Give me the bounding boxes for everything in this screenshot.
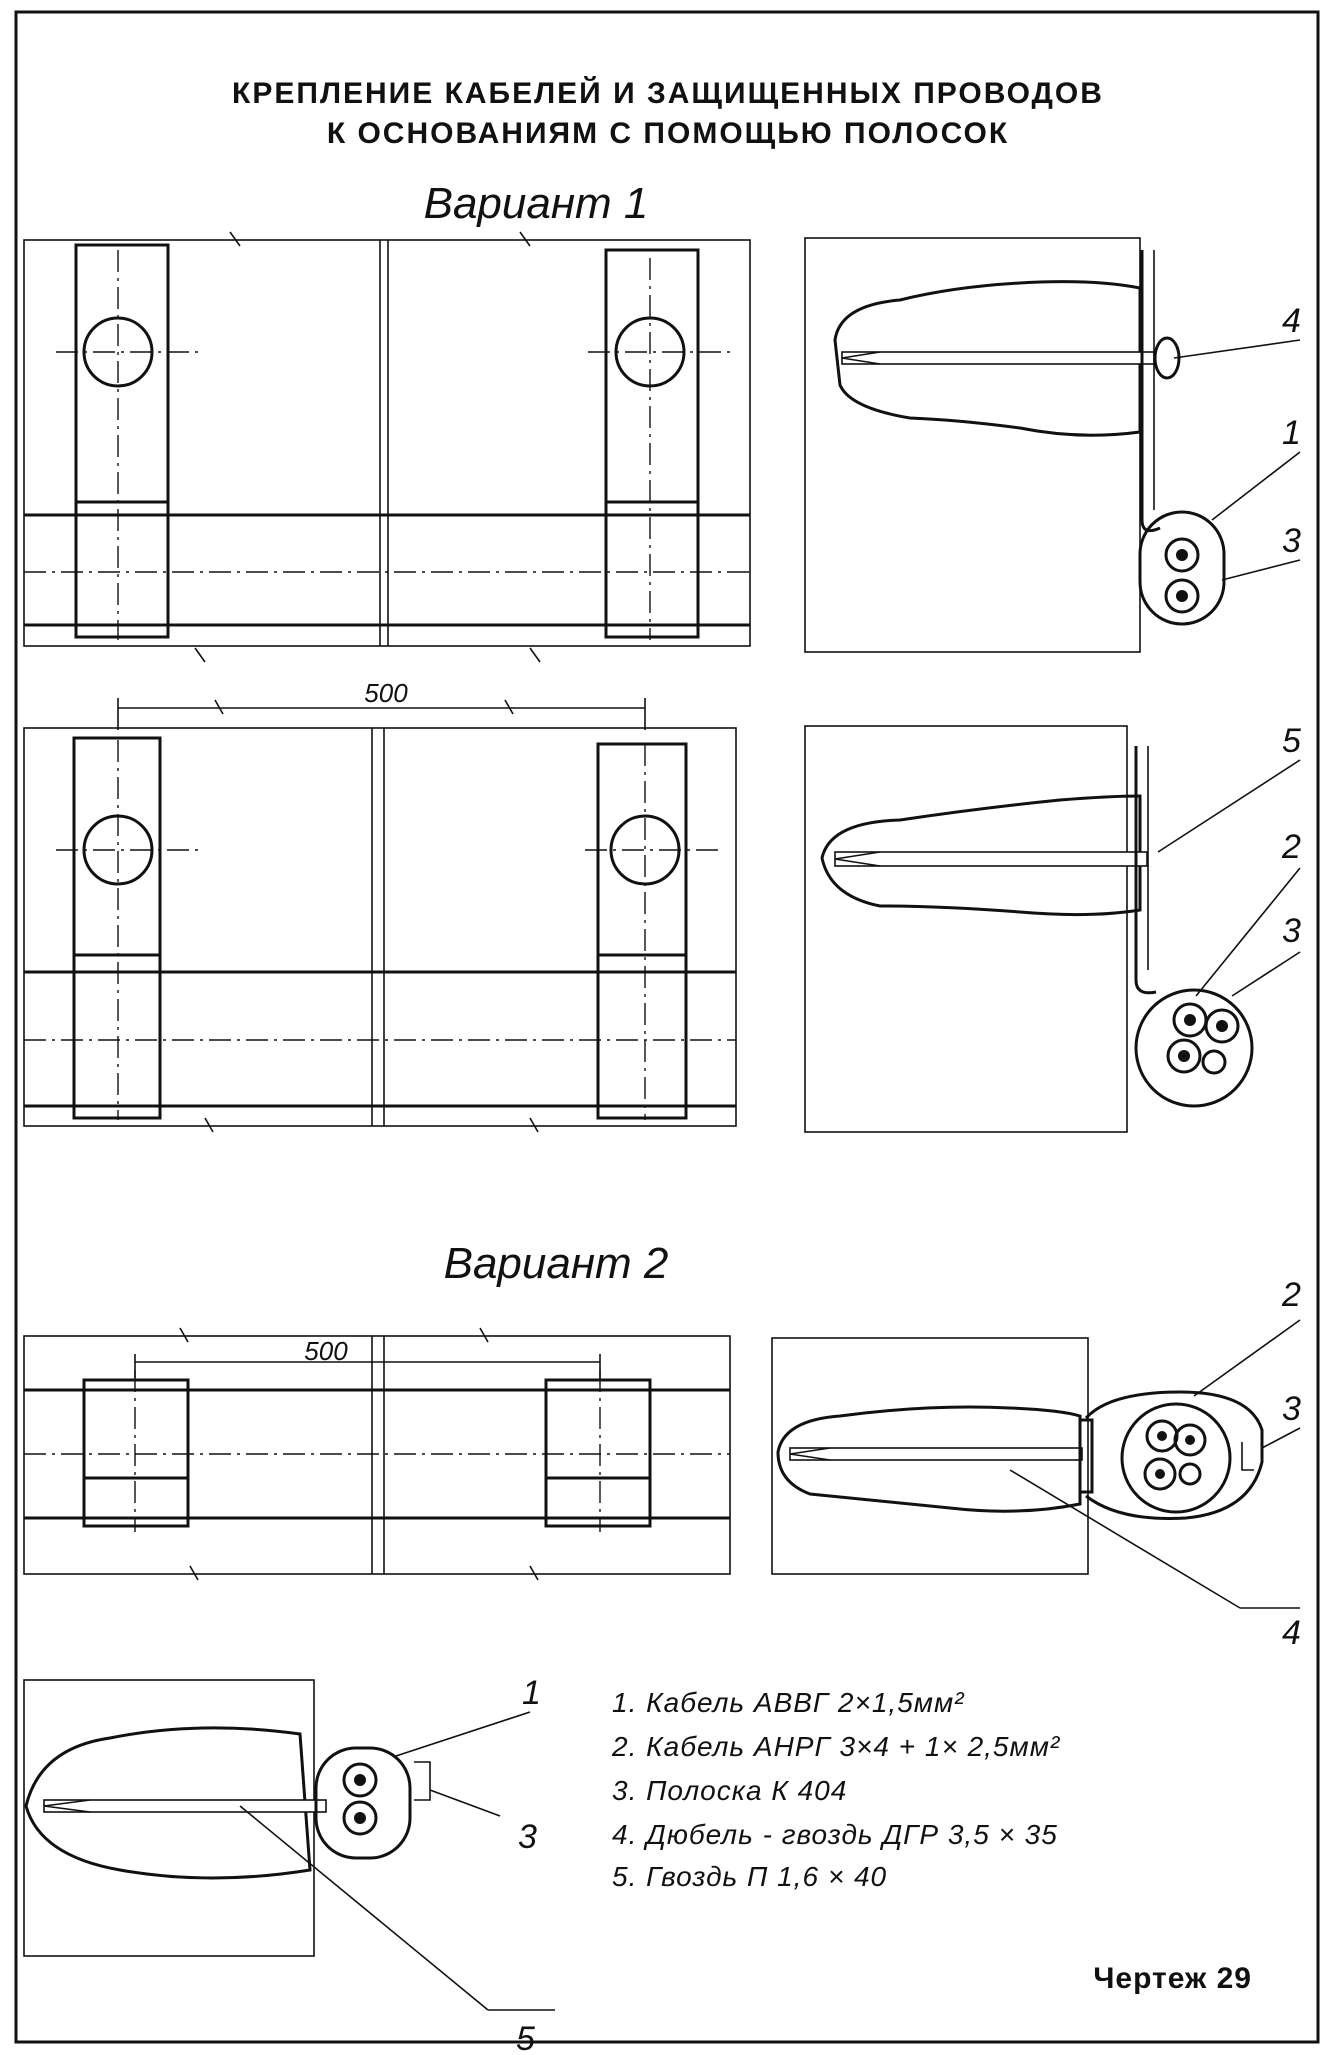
callout-3-mid: 3 (1282, 912, 1301, 950)
legend-item-3: 3. Полоска К 404 (612, 1775, 847, 1806)
sheet-label: Чертеж 29 (1093, 1962, 1252, 1995)
title-line-1: КРЕПЛЕНИЕ КАБЕЛЕЙ И ЗАЩИЩЕННЫХ ПРОВОДОВ (232, 76, 1104, 110)
legend-item-1: 1. Кабель АВВГ 2×1,5мм² (612, 1687, 965, 1718)
section-view-a (804, 237, 1301, 653)
legend-item-4: 4. Дюбель - гвоздь ДГР 3,5 × 35 (612, 1819, 1058, 1850)
callout-4-top: 4 (1282, 302, 1301, 340)
section-view-c (771, 1319, 1301, 1609)
callout-5-mid: 5 (1282, 722, 1301, 760)
callout-5-left: 5 (516, 2020, 535, 2055)
callout-2-mid: 2 (1281, 828, 1301, 866)
callout-4-bottom: 4 (1282, 1614, 1301, 1652)
sheet-frame (14, 10, 1320, 2044)
plan-view-b (23, 698, 737, 1133)
plan-view-c (23, 1327, 731, 1581)
callout-2-bottom: 2 (1281, 1276, 1301, 1314)
section-view-b (804, 725, 1301, 1133)
variant-1-label: Вариант 1 (424, 179, 649, 228)
legend-item-2: 2. Кабель АНРГ 3×4 + 1× 2,5мм² (611, 1731, 1061, 1762)
callout-3-top: 3 (1282, 522, 1301, 560)
legend-item-5: 5. Гвоздь П 1,6 × 40 (612, 1861, 887, 1892)
dimension-500-v1: 500 (364, 678, 408, 708)
callout-3-bottom: 3 (1282, 1390, 1301, 1428)
callout-3-left: 3 (518, 1818, 537, 1856)
plan-view-a (23, 231, 751, 663)
callout-1-top: 1 (1282, 414, 1301, 452)
title-line-2: К ОСНОВАНИЯМ С ПОМОЩЬЮ ПОЛОСОК (327, 117, 1009, 150)
callout-1-left: 1 (522, 1674, 541, 1712)
section-view-d (23, 1679, 555, 2011)
dimension-500-v2: 500 (304, 1336, 348, 1366)
variant-2-label: Вариант 2 (444, 1239, 669, 1288)
